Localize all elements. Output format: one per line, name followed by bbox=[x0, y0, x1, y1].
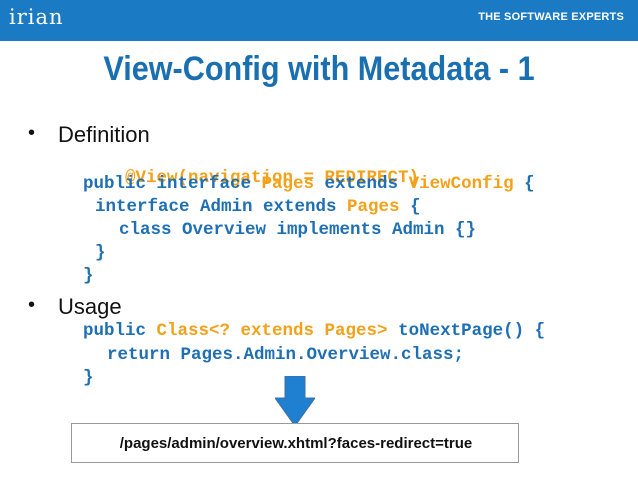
code-type: Pages bbox=[347, 197, 400, 217]
bullet-label-usage: Usage bbox=[58, 294, 122, 319]
code-type: ViewConfig bbox=[408, 174, 514, 194]
down-arrow-icon bbox=[275, 376, 315, 426]
code-text: { bbox=[399, 197, 421, 217]
code-text: public interface bbox=[83, 174, 262, 194]
redirect-url-box: /pages/admin/overview.xhtml?faces-redire… bbox=[71, 423, 519, 463]
code-type: Class<? extends Pages> bbox=[156, 321, 388, 341]
code-line-2: public interface Pages extends ViewConfi… bbox=[83, 174, 535, 194]
redirect-url: /pages/admin/overview.xhtml?faces-redire… bbox=[119, 435, 473, 452]
bullet-label-definition: Definition bbox=[58, 122, 150, 147]
slide-title: View-Config with Metadata - 1 bbox=[103, 50, 535, 88]
code-line-1: @View(navigation = REDIRECT) bbox=[83, 152, 419, 205]
header-tagline: THE SOFTWARE EXPERTS bbox=[478, 11, 624, 23]
code-line-6: } bbox=[83, 266, 94, 286]
code-line-9: } bbox=[83, 368, 94, 388]
code-text: toNextPage() { bbox=[387, 321, 546, 341]
code-line-8: return Pages.Admin.Overview.class; bbox=[107, 345, 465, 365]
code-line-5: } bbox=[95, 243, 106, 263]
code-line-3: interface Admin extends Pages { bbox=[95, 197, 421, 217]
header-bar: irian THE SOFTWARE EXPERTS bbox=[0, 0, 638, 41]
code-text: public bbox=[83, 321, 157, 341]
bullet-dot-icon: • bbox=[28, 122, 36, 144]
bullet-dot-icon: • bbox=[28, 294, 36, 316]
code-annotation: @View(navigation = REDIRECT) bbox=[125, 167, 420, 188]
code-type: Pages bbox=[261, 174, 315, 194]
irian-logo: irian bbox=[9, 5, 64, 29]
bullet-usage: • Usage bbox=[28, 294, 122, 320]
code-text: extends bbox=[314, 174, 409, 194]
code-line-7: public Class<? extends Pages> toNextPage… bbox=[83, 321, 546, 341]
code-text: { bbox=[513, 174, 535, 194]
code-line-4: class Overview implements Admin {} bbox=[119, 220, 477, 240]
code-text: interface Admin extends bbox=[95, 197, 348, 217]
bullet-definition: • Definition bbox=[28, 122, 150, 148]
